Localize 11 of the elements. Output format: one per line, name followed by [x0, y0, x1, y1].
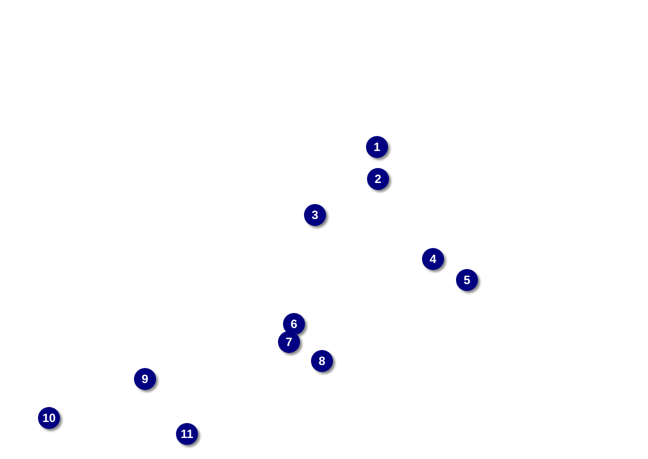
numbered-marker: 7 [278, 331, 300, 353]
numbered-marker: 9 [134, 368, 156, 390]
numbered-marker: 6 [283, 313, 305, 335]
numbered-marker: 8 [311, 350, 333, 372]
numbered-marker: 11 [176, 423, 198, 445]
numbered-marker: 5 [456, 269, 478, 291]
numbered-marker: 1 [366, 136, 388, 158]
numbered-marker: 10 [38, 407, 60, 429]
numbered-marker: 4 [422, 248, 444, 270]
numbered-marker: 3 [304, 204, 326, 226]
numbered-marker: 2 [367, 168, 389, 190]
